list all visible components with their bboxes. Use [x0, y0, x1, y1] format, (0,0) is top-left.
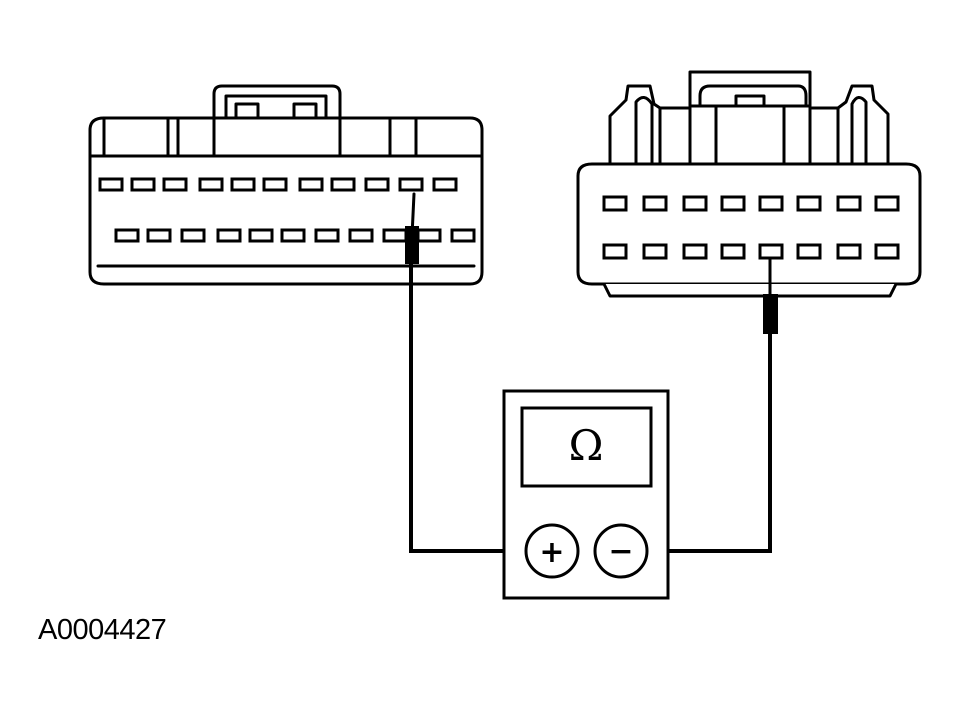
left-connector-body	[88, 116, 484, 286]
right-connector-body	[576, 162, 922, 286]
left-pin	[348, 228, 374, 243]
right-fin-right-mid	[808, 106, 840, 164]
left-pin	[382, 228, 408, 243]
right-latch-stem	[714, 104, 786, 166]
right-pin	[836, 195, 862, 212]
left-pin	[330, 177, 356, 192]
right-fin-left-inner	[634, 96, 654, 164]
ohmmeter: Ω + −	[502, 389, 670, 600]
right-fin-left-mid	[658, 106, 692, 164]
figure-id-label: A0004427	[38, 614, 167, 646]
probe-positive	[405, 192, 526, 553]
right-pin	[720, 243, 746, 260]
right-pin	[642, 195, 668, 212]
right-pin	[874, 195, 900, 212]
right-pin	[874, 243, 900, 260]
probe-positive-handle	[405, 226, 419, 264]
wire-negative	[648, 334, 772, 553]
right-pin	[720, 195, 746, 212]
left-pin	[398, 177, 424, 192]
left-pin	[98, 177, 124, 192]
left-connector	[88, 84, 484, 286]
right-fin-right-inner	[850, 96, 868, 164]
left-pin	[298, 177, 324, 192]
right-pin	[602, 243, 628, 260]
ohmmeter-display	[520, 406, 653, 488]
left-pin	[130, 177, 156, 192]
left-pin	[216, 228, 242, 243]
left-pin	[248, 228, 274, 243]
right-latch-inner	[698, 84, 808, 108]
left-pin	[162, 177, 188, 192]
right-pin	[758, 195, 784, 212]
left-pin	[230, 177, 256, 192]
left-pin	[280, 228, 306, 243]
left-pin	[450, 228, 476, 243]
right-pin	[836, 243, 862, 260]
probe-negative	[648, 256, 778, 553]
right-connector	[576, 70, 922, 298]
right-body-skirt	[602, 283, 898, 298]
positive-terminal	[524, 523, 580, 579]
probe-negative-handle	[763, 294, 778, 334]
right-pin	[682, 243, 708, 260]
left-pin	[432, 177, 458, 192]
right-pin	[758, 243, 784, 260]
right-pin	[796, 243, 822, 260]
ohm-symbol: Ω	[569, 421, 604, 470]
left-pin	[262, 177, 288, 192]
left-pin	[114, 228, 140, 243]
positive-terminal-label: +	[539, 535, 564, 570]
negative-terminal	[593, 523, 649, 579]
left-pin	[314, 228, 340, 243]
right-latch-frame	[688, 70, 812, 108]
left-pin	[180, 228, 206, 243]
right-pin	[796, 195, 822, 212]
left-pin	[198, 177, 224, 192]
left-pin	[146, 228, 172, 243]
right-pin	[602, 195, 628, 212]
left-pin	[416, 228, 442, 243]
right-pin	[682, 195, 708, 212]
left-pin	[364, 177, 390, 192]
right-pin	[642, 243, 668, 260]
negative-terminal-label: −	[608, 534, 633, 569]
wire-positive	[409, 264, 526, 553]
